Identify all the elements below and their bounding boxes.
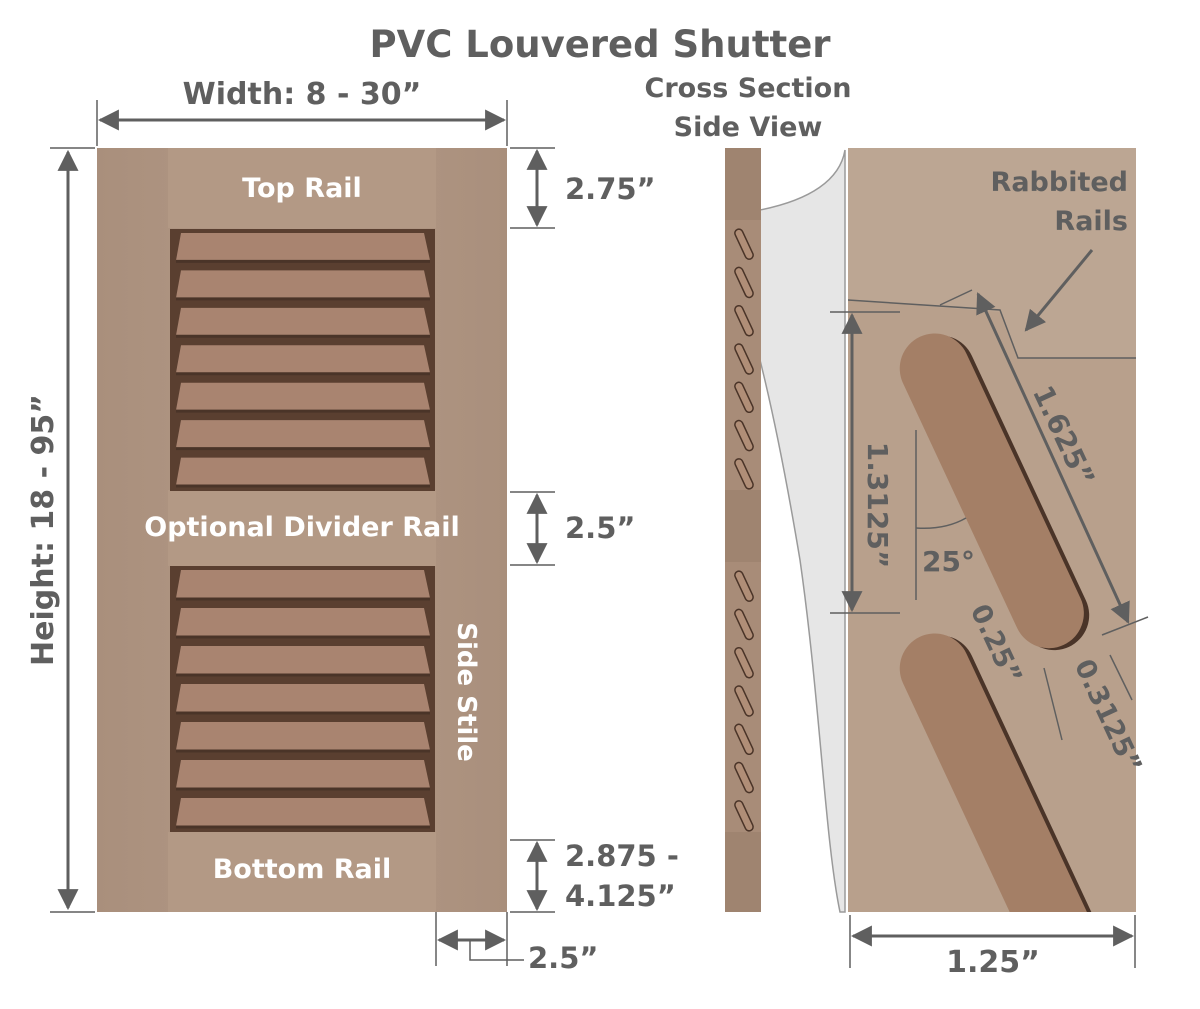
side-louver-slat xyxy=(734,570,754,602)
side-louver-slat xyxy=(734,266,754,299)
side-louver-slat xyxy=(734,458,754,490)
louver-slat xyxy=(176,382,430,411)
side-louver-slats xyxy=(734,228,754,832)
depth-dimension: 1.25” xyxy=(946,945,1040,980)
louver-slat xyxy=(176,420,430,448)
louver-slat xyxy=(176,457,430,485)
side-louver-slat xyxy=(734,608,754,641)
rabbited-rails-label-line1: Rabbited xyxy=(991,167,1128,198)
bottom-rail-label: Bottom Rail xyxy=(213,854,392,885)
diagram-title: PVC Louvered Shutter xyxy=(369,23,831,66)
bottom-rail-dimension-line2: 4.125” xyxy=(565,879,676,913)
side-stile-label: Side Stile xyxy=(451,622,481,762)
side-top-rail xyxy=(725,148,761,220)
side-louver-slat xyxy=(734,723,754,756)
louver-slat xyxy=(176,684,430,712)
side-louver-slat xyxy=(734,800,754,832)
divider-rail xyxy=(168,490,436,566)
top-rail xyxy=(168,148,436,228)
side-louver-slat xyxy=(734,761,754,794)
side-louver-slat xyxy=(734,419,754,452)
divider-rail-label: Optional Divider Rail xyxy=(144,512,459,543)
louver-slat xyxy=(176,646,430,674)
louver-length-dimension-line xyxy=(976,292,1130,624)
upper-louvers xyxy=(176,233,430,488)
louver-slat xyxy=(176,722,430,750)
louver-slat xyxy=(176,798,430,826)
louver-slat xyxy=(176,760,430,788)
stile-width-dimension: 2.5” xyxy=(528,941,598,975)
cross-section-side-view: Cross Section Side View xyxy=(645,73,852,913)
height-label: Height: 18 - 95” xyxy=(26,394,61,666)
side-louver-slat xyxy=(734,343,754,375)
louver-slat xyxy=(176,345,430,373)
side-view-title-line1: Cross Section xyxy=(645,73,852,104)
divider-rail-dimension: 2.5” xyxy=(565,511,635,545)
rabbited-rails-label-line2: Rails xyxy=(1054,206,1128,237)
bottom-rail-dimension-line1: 2.875 - xyxy=(565,839,679,873)
front-view: Top Rail Optional Divider Rail Bottom Ra… xyxy=(26,77,679,975)
top-rail-label: Top Rail xyxy=(242,173,362,204)
side-bottom-rail xyxy=(725,832,761,912)
louver-slat xyxy=(176,570,430,598)
top-rail-dimension: 2.75” xyxy=(565,172,656,206)
louver-slat xyxy=(176,608,430,636)
width-label: Width: 8 - 30” xyxy=(183,77,422,112)
side-divider-rail xyxy=(725,490,761,562)
louver-slat xyxy=(176,233,430,261)
side-louver-slat xyxy=(734,381,754,414)
bottom-rail xyxy=(168,832,436,912)
louver-slat xyxy=(176,270,430,298)
detail-view: Rabbited Rails 1.3125” 25° 1.625” 0.25” … xyxy=(830,148,1149,980)
lower-louvers xyxy=(176,570,430,829)
louver-spacing-dimension: 1.3125” xyxy=(861,442,894,568)
angle-label: 25° xyxy=(922,545,975,578)
detail-louver-lower xyxy=(899,633,1115,912)
side-louver-slat xyxy=(734,228,754,260)
side-louver-slat xyxy=(734,304,754,337)
side-louver-slat xyxy=(734,646,754,679)
side-view-title-line2: Side View xyxy=(674,112,823,143)
louver-slat xyxy=(176,307,430,336)
magnifier-connector xyxy=(759,149,846,913)
side-louver-slat xyxy=(734,685,754,717)
